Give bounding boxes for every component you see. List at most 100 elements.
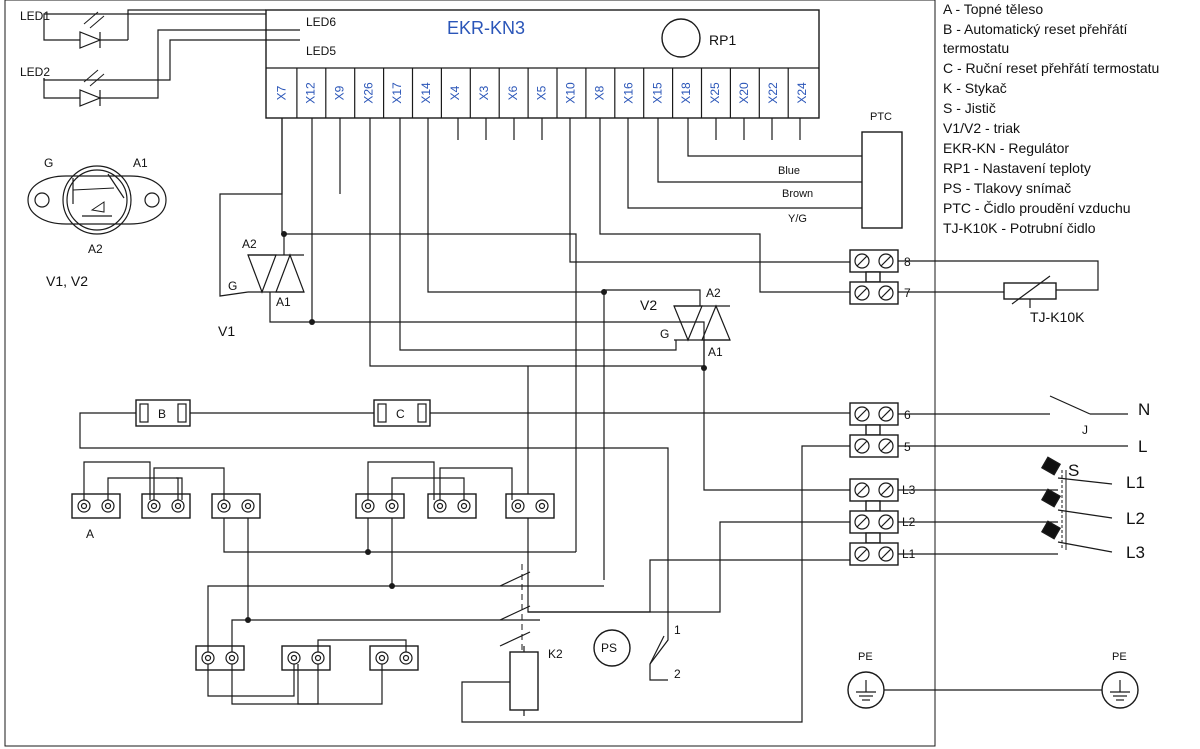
heater-block-1 (71, 493, 121, 519)
legend-line: A - Topné těleso (943, 1, 1043, 17)
controller-pin-label: X5 (535, 85, 549, 100)
led1: LED1 (20, 9, 266, 49)
controller-pin-label: X9 (332, 85, 346, 100)
pe-left-label: PE (858, 651, 873, 663)
footprint-pin-a1: A1 (133, 156, 148, 170)
controller-pin-label: X6 (506, 85, 520, 100)
controller-pin-label: X20 (737, 82, 751, 104)
led6-tab-label: LED6 (306, 15, 336, 29)
ptc-wire-blue: Blue (778, 165, 800, 177)
controller-pin-label: X15 (650, 82, 664, 104)
led2-label: LED2 (20, 65, 50, 79)
controller-pin-label: X24 (795, 82, 809, 104)
ptc-wire-yg: Y/G (788, 213, 807, 225)
potentiometer-label: RP1 (709, 32, 736, 48)
controller-pin-label: X22 (766, 82, 780, 104)
thermostat-c: C (373, 399, 431, 427)
ptc-sensor: PTC Blue Brown Y/G (778, 111, 903, 229)
legend-line: K - Stykač (943, 80, 1007, 96)
thermostat-wiring (79, 412, 850, 665)
ground-pe-left: PE (847, 651, 885, 709)
legend-line: V1/V2 - triak (943, 120, 1021, 136)
controller-pin-label: X12 (304, 82, 318, 104)
controller-pin-label: X17 (390, 82, 404, 104)
contactor-k2-label: K2 (548, 647, 563, 661)
legend-line: TJ-K10K - Potrubní čidlo (943, 220, 1096, 236)
tj-k10k-label: TJ-K10K (1030, 309, 1085, 325)
controller-pin-label: X14 (419, 82, 433, 104)
v1-g-label: G (228, 279, 237, 293)
ps-pin-1: 1 (674, 623, 681, 637)
controller-pin-label: X3 (477, 85, 491, 100)
terminal-block-8-7: 8 7 (849, 249, 1099, 305)
legend-line: termostatu (943, 40, 1009, 56)
terminal-7-label: 7 (904, 286, 911, 300)
heater-block-9 (369, 645, 419, 671)
footprint-label: V1, V2 (46, 273, 88, 289)
mains-n-label: N (1138, 400, 1150, 419)
terminal-block-6-5: 6 5 J N L (461, 395, 1150, 723)
ptc-wire-brown: Brown (782, 188, 813, 200)
controller-board: EKR-KN3 RP1 LED6 LED5 X7 X12 X9 X26 X17 X14 X4… (265, 9, 820, 119)
heater-block-6 (505, 493, 555, 519)
legend-line: RP1 - Nastavení teploty (943, 160, 1091, 176)
circuit-breaker-s: S L1 L2 L3 (1040, 456, 1145, 562)
led2: LED2 (20, 29, 300, 107)
duct-sensor-tj-k10k: TJ-K10K (1003, 275, 1085, 325)
legend: A - Topné těleso B - Automatický reset p… (943, 1, 1159, 236)
controller-pin-label: X4 (448, 85, 462, 100)
thermostat-c-label: C (396, 407, 405, 421)
controller-pin-label: X16 (621, 82, 635, 104)
legend-line: EKR-KN - Regulátor (943, 140, 1069, 156)
ps-pin-2: 2 (674, 667, 681, 681)
thermostat-b: B (135, 399, 191, 427)
controller-pin-label: X26 (361, 82, 375, 104)
legend-line: B - Automatický reset přehřátí (943, 21, 1128, 37)
pe-right-label: PE (1112, 651, 1127, 663)
controller-title: EKR-KN3 (447, 18, 525, 38)
v2-a1-label: A1 (708, 345, 723, 359)
controller-pin-label: X10 (564, 82, 578, 104)
phase-l3-label: L3 (1126, 543, 1145, 562)
terminal-6-label: 6 (904, 408, 911, 422)
heater-block-2 (141, 493, 191, 519)
ptc-label: PTC (870, 111, 892, 123)
phase-l2-label: L2 (1126, 509, 1145, 528)
controller-pin-label: X7 (275, 85, 289, 100)
v2-name: V2 (640, 297, 657, 313)
heater-block-8 (281, 645, 331, 671)
potentiometer-rp1 (661, 18, 701, 58)
triac-v2: A2 G A1 V2 (399, 118, 731, 368)
controller-pin-label: X25 (708, 82, 722, 104)
switch-j-label: J (1082, 423, 1088, 437)
v2-g-label: G (660, 327, 669, 341)
controller-pin-label: X18 (679, 82, 693, 104)
diagram-frame (4, 0, 936, 747)
led5-tab-label: LED5 (306, 44, 336, 58)
pressure-switch-ps: PS 1 2 (593, 623, 681, 681)
heater-block-5 (427, 493, 477, 519)
phase-l1-label: L1 (1126, 473, 1145, 492)
footprint-pin-g: G (44, 156, 53, 170)
heater-block-4 (355, 493, 405, 519)
thermostat-b-label: B (158, 407, 166, 421)
terminal-5-label: 5 (904, 440, 911, 454)
triac-v1: A2 G A1 V1 (218, 118, 312, 339)
footprint-pin-a2: A2 (88, 242, 103, 256)
v1-name: V1 (218, 323, 235, 339)
breaker-s-label: S (1068, 461, 1079, 480)
legend-line: PS - Tlakovy snímač (943, 180, 1071, 196)
ground-pe-right: PE (1101, 651, 1139, 709)
terminal-block-l: L3 L2 L1 (528, 478, 1040, 613)
v1-a1-label: A1 (276, 295, 291, 309)
v2-a2-label: A2 (706, 286, 721, 300)
contactor-k2: K2 (499, 551, 604, 716)
ps-label: PS (601, 641, 617, 655)
legend-line: S - Jistič (943, 100, 996, 116)
v1-a2-label: A2 (242, 237, 257, 251)
legend-line: PTC - Čidlo proudění vzduchu (943, 200, 1131, 216)
mains-l-label: L (1138, 437, 1147, 456)
legend-line: C - Ruční reset přehřátí termostatu (943, 60, 1159, 76)
